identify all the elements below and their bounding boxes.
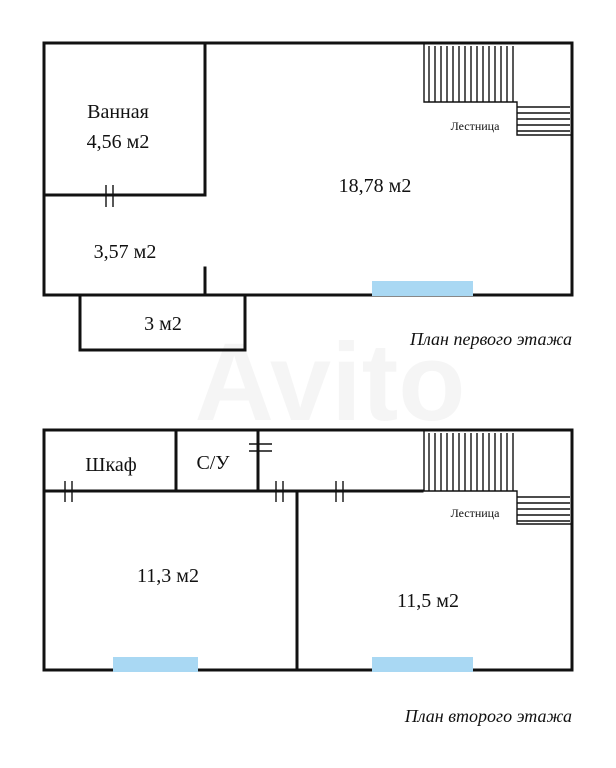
floor-1-window: [372, 281, 473, 296]
floor-2-staircase: [423, 431, 572, 525]
bathroom-name: Ванная: [87, 101, 149, 123]
room-left-door-mark: [275, 481, 284, 502]
room-right-door-mark: [335, 481, 344, 502]
bathroom-door-mark: [105, 185, 114, 207]
floor-1-stairs-label: Лестница: [451, 119, 501, 133]
room-right-area: 11,5 м2: [397, 590, 459, 612]
floor-1-caption: План первого этажа: [409, 329, 572, 349]
floor-1-plan: Ванная 4,56 м2 3,57 м2 18,78 м2 3 м2 Лес…: [42, 41, 574, 352]
porch-outline: [78, 293, 247, 352]
porch-area: 3 м2: [144, 313, 182, 335]
closet-label: Шкаф: [85, 454, 136, 476]
floor-2-outer-wall: [42, 428, 574, 672]
floor-2-stairs-label: Лестница: [451, 506, 501, 520]
hall-area: 3,57 м2: [94, 241, 157, 263]
room-left-area: 11,3 м2: [137, 565, 199, 587]
wc-label: С/У: [196, 452, 230, 474]
room-right-window: [372, 657, 473, 672]
watermark: Avito: [195, 321, 466, 444]
floor-2-caption: План второго этажа: [404, 706, 572, 726]
floor-1-outer-wall: [42, 41, 574, 297]
closet-door-mark: [64, 481, 73, 502]
floor-2-plan: Шкаф С/У 11,3 м2 11,5 м2 Лестница План в…: [42, 428, 574, 726]
room-left-window: [113, 657, 198, 672]
main-room-area: 18,78 м2: [339, 175, 412, 197]
bathroom-area: 4,56 м2: [87, 131, 150, 153]
wc-door-mark: [249, 443, 272, 452]
floor-1-staircase: [423, 44, 572, 136]
